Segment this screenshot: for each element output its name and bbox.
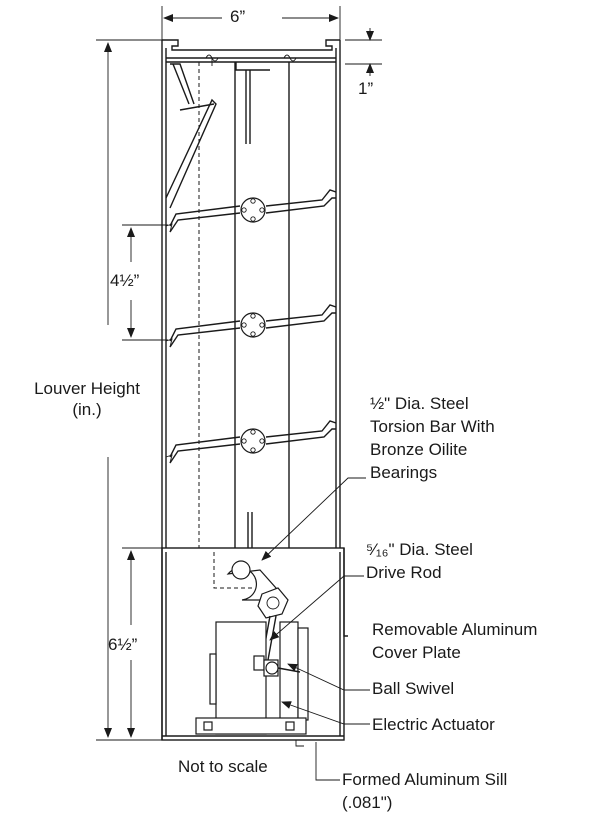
- electric-actuator: [195, 621, 309, 747]
- drive-linkage: [213, 552, 289, 661]
- cover-plate-callout: Removable Aluminum Cover Plate: [372, 620, 538, 662]
- blade-3: [165, 420, 337, 464]
- leader-lines: [261, 477, 370, 781]
- louver-height-dimension: [96, 39, 162, 741]
- sill-callout: Formed Aluminum Sill (.081"): [342, 770, 508, 812]
- top-offset-dimension: [345, 28, 382, 76]
- electric-actuator-callout: Electric Actuator: [372, 715, 495, 734]
- bottom-section-dimension-label: 6½”: [108, 635, 138, 654]
- ball-swivel-callout: Ball Swivel: [372, 679, 455, 698]
- lower-bracket: [247, 512, 253, 548]
- blade-spacing-dimension: [122, 224, 168, 341]
- cover-plate-housing: [161, 547, 348, 741]
- blade-spacing-dimension-label: 4½”: [110, 271, 140, 290]
- blade-1: [165, 189, 337, 233]
- drive-rod-callout: ⁵⁄₁₆" Dia. Steel Drive Rod: [366, 540, 473, 582]
- top-offset-dimension-label: 1”: [358, 79, 374, 98]
- louver-frame: [161, 39, 341, 740]
- bottom-section-dimension: [122, 547, 162, 738]
- louver-height-label: Louver Height (in.): [34, 379, 140, 419]
- width-dimension: [161, 6, 341, 40]
- not-to-scale-note: Not to scale: [178, 757, 268, 776]
- blade-2: [165, 304, 337, 348]
- torsion-bar-callout: ½" Dia. Steel Torsion Bar With Bronze Oi…: [370, 394, 495, 482]
- width-dimension-label: 6”: [230, 7, 246, 26]
